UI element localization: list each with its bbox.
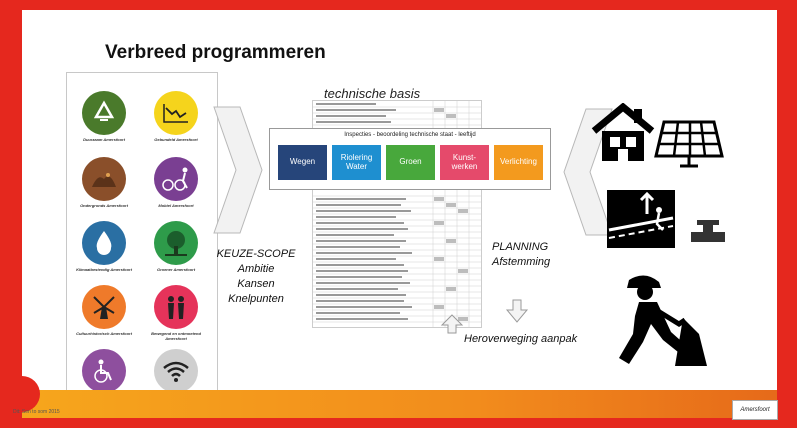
arrow-up-icon <box>440 314 464 334</box>
slide: Verbreed programmeren Duurzaam Amersfoor… <box>22 10 777 418</box>
theme-label: Duurzaam Amersfoort <box>83 137 125 142</box>
chevron-left-icon <box>563 108 613 236</box>
theme-panel: Duurzaam Amersfoort Gebundeld Amersfoort… <box>66 72 218 418</box>
keuze-line: Ambitie <box>237 262 275 275</box>
heroverweging-text: Heroverweging aanpak <box>464 333 578 345</box>
box-groen: Groen <box>386 145 435 180</box>
amersfoort-logo: Amersfoort <box>732 400 778 420</box>
planning-text: PLANNING Afstemming <box>492 240 550 270</box>
technische-basis-label: technische basis <box>324 86 421 101</box>
keuze-scope-text: KEUZE-SCOPE Ambitie Kansen Knelpunten <box>212 247 300 306</box>
keuze-line: Knelpunten <box>228 292 284 305</box>
wheelchair-icon <box>82 349 126 393</box>
theme-label: Mobiel Amersfoort <box>158 203 194 208</box>
worker-icon <box>619 275 707 366</box>
water-drop-icon <box>82 221 126 265</box>
dirt-icon <box>82 157 126 201</box>
theme-label: Ondergronds Amersfoort <box>80 203 128 208</box>
theme-label: Bewegend en ontmoetend Amersfoort <box>151 331 201 341</box>
footer-text: Dit: Sen to som 2015 <box>13 409 60 415</box>
box-kunstwerken: Kunst- werken <box>440 145 489 180</box>
solar-panel-icon <box>654 120 724 168</box>
keuze-line: Kansen <box>237 277 275 290</box>
planning-line: Afstemming <box>492 255 551 268</box>
theme-label: Gebundeld Amersfoort <box>154 137 198 142</box>
recycle-icon <box>82 91 126 135</box>
tree-icon <box>154 221 198 265</box>
theme-label: Groener Amersfoort <box>156 267 196 272</box>
wifi-icon <box>154 349 198 393</box>
theme-label: Klimaatbestendig Amersfoort <box>76 267 132 272</box>
road-works-icon <box>607 190 675 248</box>
footer-band <box>22 390 777 418</box>
theme-label: Cultuurhistorisch Amersfoort <box>76 331 132 336</box>
chevron-right-icon <box>213 106 263 234</box>
bike-walk-icon <box>154 157 198 201</box>
box-verlichting: Verlichting <box>494 145 543 180</box>
inspectie-box: Inspecties - beoordeling technische staa… <box>269 128 551 190</box>
windmill-icon <box>82 285 126 329</box>
keuze-line: KEUZE-SCOPE <box>216 248 296 260</box>
inspectie-header: Inspecties - beoordeling technische staa… <box>344 132 476 138</box>
people-icon <box>154 285 198 329</box>
page-title: Verbreed programmeren <box>105 42 326 63</box>
red-circle-decoration <box>22 376 40 412</box>
line-chart-icon <box>154 91 198 135</box>
arrow-down-icon <box>505 299 529 323</box>
pipe-valve-icon <box>691 220 725 242</box>
planning-line: PLANNING <box>492 241 549 253</box>
house-icon <box>591 103 655 161</box>
box-wegen: Wegen <box>278 145 327 180</box>
box-riolering-water: Riolering Water <box>332 145 381 180</box>
